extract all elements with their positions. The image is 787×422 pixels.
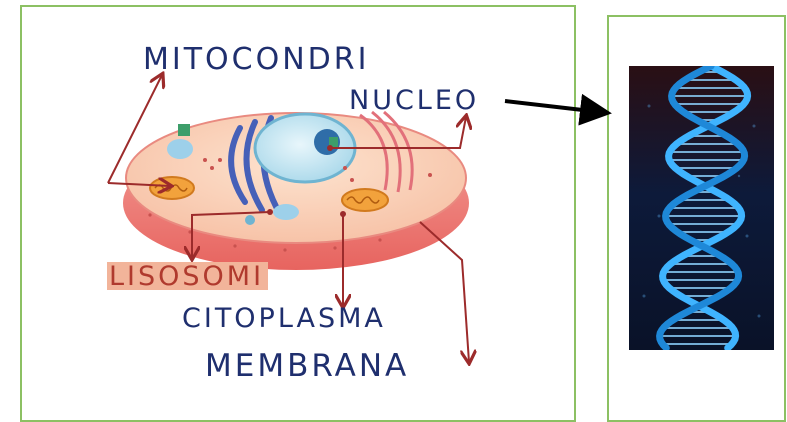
vesicle-small [245,215,255,225]
label-nucleo: NUCLEO [349,87,479,114]
label-mitocondri: MITOCONDRI [143,45,369,75]
vesicle [167,139,193,159]
dna-helix-image [629,66,774,350]
small-organelle [178,124,190,136]
mitochondrion-left [150,177,194,199]
label-citoplasma: CITOPLASMA [182,305,386,332]
label-lisosomi: LISOSOMI [107,262,268,290]
label-membrana: MEMBRANA [205,351,409,382]
mitochondrion-right [342,189,388,211]
lysosome [273,204,299,220]
arrow-nucleo-to-dna [505,101,600,112]
